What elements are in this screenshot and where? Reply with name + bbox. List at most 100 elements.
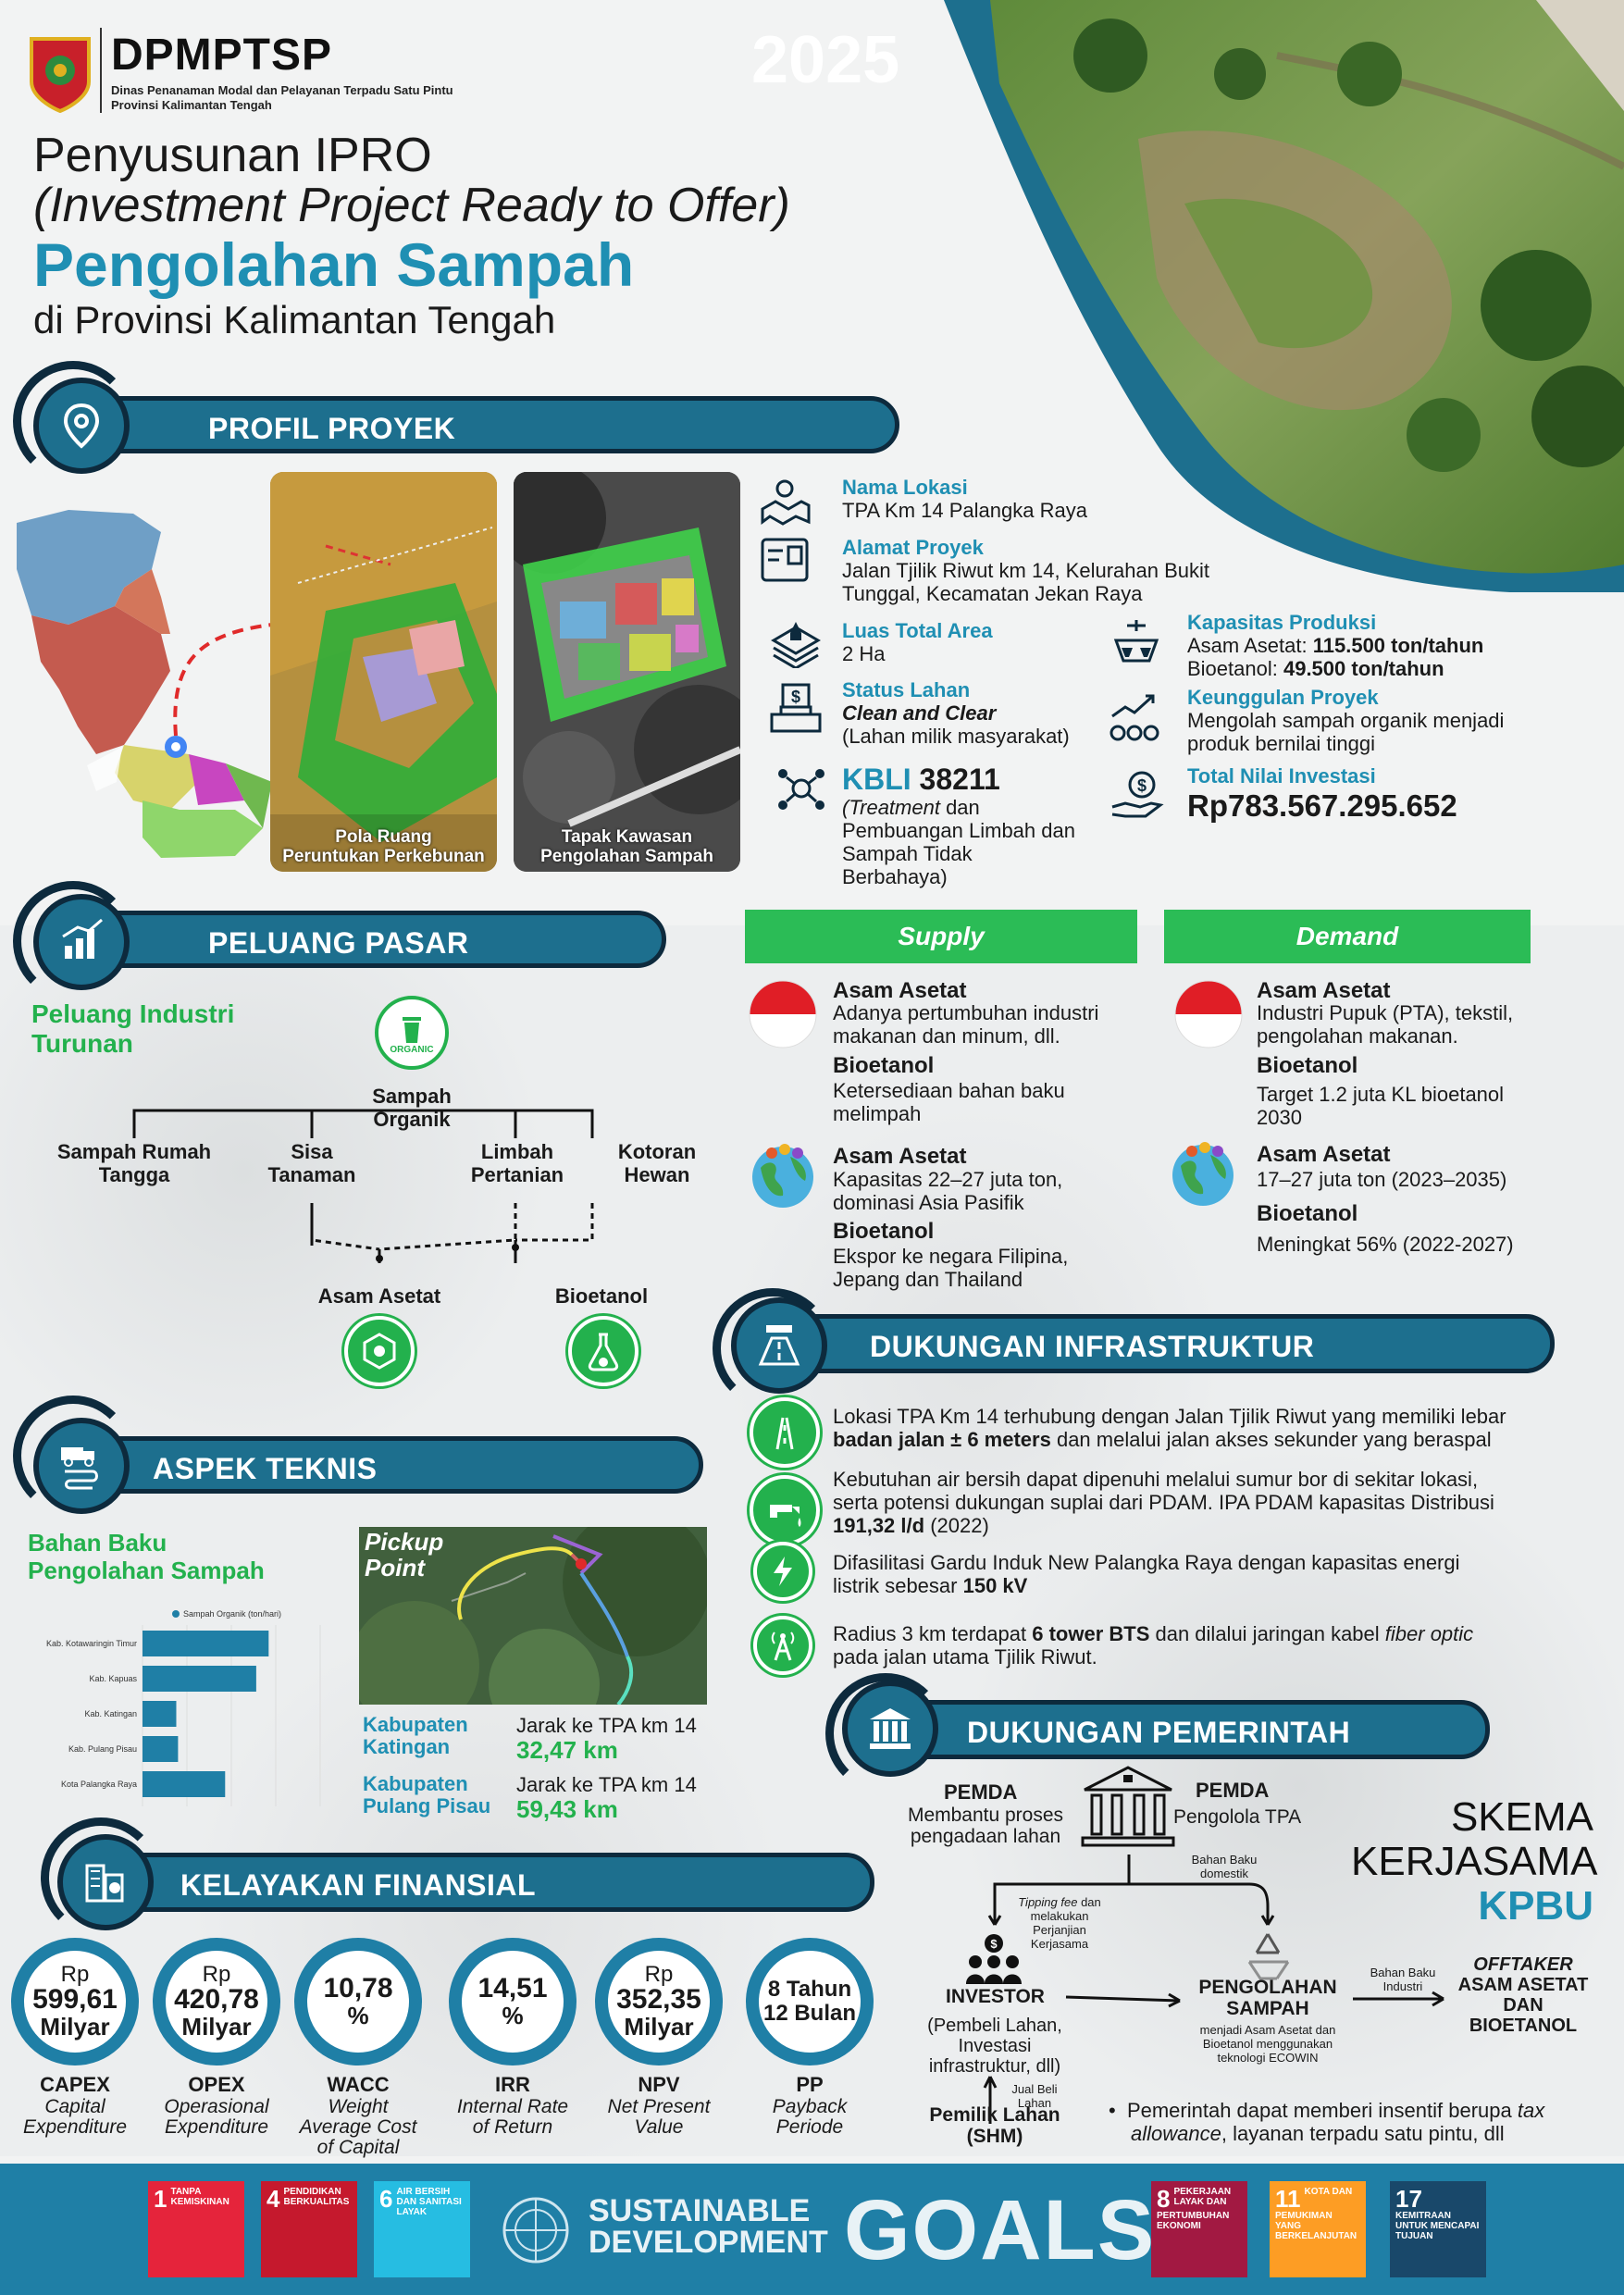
growth-coins-icon <box>1110 694 1159 741</box>
investasi-value: Rp783.567.295.652 <box>1187 788 1457 823</box>
section-header-pemerintah: DUKUNGAN PEMERINTAH <box>879 1700 1490 1759</box>
bar <box>143 1631 269 1656</box>
demand4-desc: Meningkat 56% (2022-2027) <box>1257 1233 1514 1256</box>
pemda1-title: PEMDA <box>944 1780 1018 1804</box>
org-line2: Provinsi Kalimantan Tengah <box>111 98 272 112</box>
jarak1-value: 32,47 km <box>516 1736 618 1764</box>
infra4-line1: Radius 3 km terdapat 6 tower BTS dan dil… <box>833 1622 1474 1645</box>
aerial-photo <box>944 0 1624 592</box>
logo-divider <box>100 28 102 113</box>
bar <box>143 1736 179 1762</box>
infrastructure-icon <box>731 1297 827 1394</box>
demand1-title: Asam Asetat <box>1257 978 1391 1003</box>
section-header-finansial: KELAYAKAN FINANSIAL <box>93 1853 874 1912</box>
water-tap-icon <box>750 1475 820 1545</box>
metric-label: PP <box>796 2073 824 2096</box>
demand1-desc: Industri Pupuk (PTA), tekstil,pengolahan… <box>1257 1001 1514 1048</box>
truck-route-icon <box>33 1418 130 1514</box>
svg-text:$: $ <box>791 688 800 706</box>
alamat-label: Alamat Proyek <box>842 536 984 559</box>
metric-label: WACC <box>327 2073 390 2096</box>
metric-label: IRR <box>495 2073 530 2096</box>
svg-text:$: $ <box>1137 776 1147 795</box>
infra1-line1: Lokasi TPA Km 14 terhubung dengan Jalan … <box>833 1405 1506 1428</box>
section-header-teknis: ASPEK TEKNIS <box>65 1436 703 1494</box>
finance-building-icon <box>57 1834 154 1930</box>
y-category-label: Kab. Katingan <box>84 1709 137 1718</box>
legend-swatch <box>172 1610 180 1618</box>
acetic-acid-icon <box>344 1316 415 1386</box>
government-building-icon <box>842 1681 938 1777</box>
demand2-title: Bioetanol <box>1257 1053 1358 1078</box>
kpbu-flow-lines <box>983 1855 1444 2124</box>
section-arc <box>13 1396 133 1516</box>
kbli-desc4: Berbahaya) <box>842 865 948 888</box>
status-label: Status Lahan <box>842 678 971 701</box>
luas-label: Luas Total Area <box>842 619 993 642</box>
kapasitas-asam: Asam Asetat: 115.500 ton/tahun <box>1187 634 1484 657</box>
insentif-line2: allowance, layanan terpadu satu pintu, d… <box>1131 2122 1505 2145</box>
svg-text:$: $ <box>990 1937 998 1951</box>
market-chart-icon <box>33 894 130 990</box>
map-location-icon <box>761 479 811 526</box>
recycle-icon <box>1247 1933 1290 1980</box>
title-line2: (Investment Project Ready to Offer) <box>33 179 790 232</box>
org-line1: Dinas Penanaman Modal dan Pelayanan Terp… <box>111 83 453 97</box>
raw-material-bar-chart: Sampah Organik (ton/hari)050100150200Kab… <box>46 1609 321 1806</box>
bar <box>143 1701 177 1727</box>
supply3-desc: Kapasitas 22–27 juta ton,dominasi Asia P… <box>833 1168 1063 1214</box>
supply4-desc: Ekspor ke negara Filipina,Jepang dan Tha… <box>833 1245 1069 1291</box>
alamat-line1: Jalan Tjilik Riwut km 14, Kelurahan Buki… <box>842 559 1209 582</box>
section-arc <box>13 881 133 1001</box>
infra3-line1: Difasilitasi Gardu Induk New Palangka Ra… <box>833 1551 1460 1574</box>
derivative-tree-lines <box>132 1109 594 1263</box>
un-emblem-icon <box>502 2197 569 2264</box>
sdg-goals-word: GOALS <box>844 2183 1157 2277</box>
indonesia-flag-icon <box>749 980 817 1048</box>
kbli-desc1: (Treatment dan <box>842 796 980 819</box>
nama-lokasi-label: Nama Lokasi <box>842 476 968 499</box>
metric-label: OPEX <box>188 2073 245 2096</box>
investor-title: INVESTOR <box>946 1986 1045 2007</box>
road-icon <box>750 1397 820 1468</box>
title-main: Pengolahan Sampah <box>33 230 635 299</box>
regional-map <box>17 510 273 858</box>
luas-value: 2 Ha <box>842 642 886 665</box>
investor-people-icon: $ <box>966 1934 1022 1984</box>
government-building-icon <box>1081 1766 1175 1847</box>
supply3-title: Asam Asetat <box>833 1144 967 1169</box>
demand-header: Demand <box>1164 910 1531 963</box>
tree-output2: Bioetanol <box>554 1284 649 1308</box>
kbli-desc2: Pembuangan Limbah dan <box>842 819 1075 842</box>
metric-circle: 14,51% <box>449 1938 576 2066</box>
section-arc <box>13 361 133 481</box>
infra3-line2: listrik sebesar 150 kV <box>833 1574 1028 1597</box>
y-category-label: Kab. Kotawaringin Timur <box>46 1639 137 1648</box>
